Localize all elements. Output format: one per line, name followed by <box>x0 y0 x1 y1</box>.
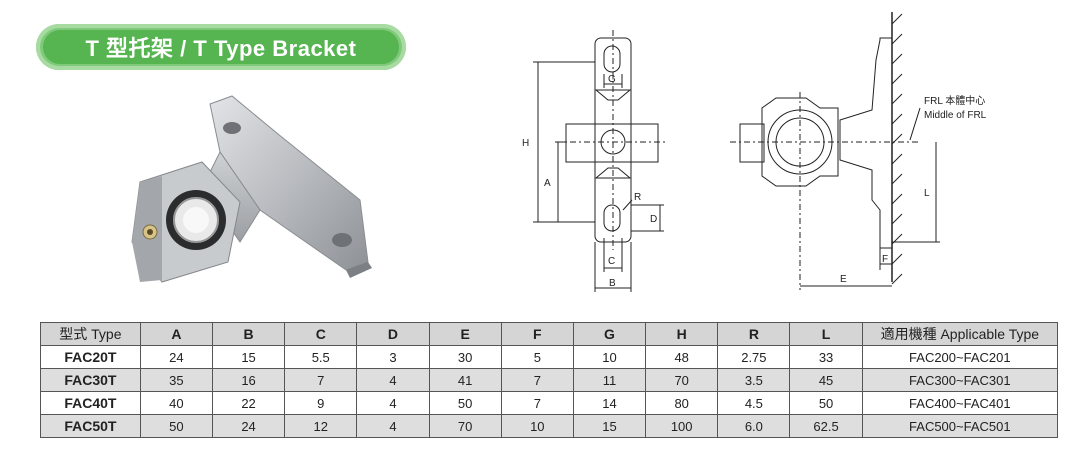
cell-value: 15 <box>572 414 647 438</box>
dimension-drawing: G H A R D C B L E F FRL 本體中心 Middle of F… <box>522 12 987 292</box>
cell-applicable: FAC500~FAC501 <box>861 414 1059 438</box>
dim-label-c: C <box>608 256 615 267</box>
cell-value: 7 <box>500 391 574 415</box>
cell-value: 3.5 <box>717 368 791 392</box>
cell-value: 33 <box>789 345 863 369</box>
cell-value: 41 <box>428 368 502 392</box>
page-title: T 型托架 / T Type Bracket <box>85 36 357 61</box>
cell-value: 4 <box>356 414 430 438</box>
cell-value: 4 <box>356 391 430 415</box>
col-header-r: R <box>717 322 791 346</box>
col-header-b: B <box>211 322 286 346</box>
wall-hatch <box>891 13 903 285</box>
cell-value: 4 <box>356 368 430 392</box>
dim-label-h: H <box>522 138 529 149</box>
front-view <box>533 30 668 292</box>
cell-value: 5 <box>500 345 574 369</box>
cell-value: 10 <box>572 345 647 369</box>
cell-value: 45 <box>789 368 863 392</box>
cell-value: 2.75 <box>717 345 791 369</box>
cell-value: 80 <box>645 391 719 415</box>
cell-value: 50 <box>789 391 863 415</box>
cell-value: 50 <box>139 414 213 438</box>
title-badge-inner: T 型托架 / T Type Bracket <box>43 30 399 64</box>
cell-value: 70 <box>428 414 502 438</box>
bracket-photo <box>131 95 372 283</box>
cell-value: 5.5 <box>284 345 358 369</box>
frl-label-cn: FRL 本體中心 <box>924 94 985 107</box>
cell-value: 6.0 <box>717 414 791 438</box>
col-header-g: G <box>572 322 647 346</box>
clamp-body <box>131 161 241 283</box>
cell-value: 9 <box>284 391 358 415</box>
col-header-h: H <box>645 322 719 346</box>
cell-applicable: FAC300~FAC301 <box>861 368 1059 392</box>
cell-value: 14 <box>572 391 647 415</box>
dim-label-e: E <box>840 274 847 285</box>
col-header-type: 型式 Type <box>40 322 141 346</box>
side-view <box>730 12 940 290</box>
frl-label-en: Middle of FRL <box>924 110 987 121</box>
col-header-f: F <box>500 322 574 346</box>
cell-value: 7 <box>284 368 358 392</box>
table-row: FAC50T 50 24 12 4 70 10 15 100 6.0 62.5 … <box>40 414 1059 438</box>
dim-label-r: R <box>634 192 641 203</box>
cell-value: 16 <box>211 368 286 392</box>
col-header-c: C <box>284 322 358 346</box>
dim-label-d: D <box>650 214 657 225</box>
cell-value: 48 <box>645 345 719 369</box>
cell-value: 24 <box>211 414 286 438</box>
back-plate <box>209 95 372 278</box>
cell-model: FAC30T <box>40 368 141 392</box>
col-header-applicable: 適用機種 Applicable Type <box>861 322 1059 346</box>
cell-model: FAC50T <box>40 414 141 438</box>
cell-value: 40 <box>139 391 213 415</box>
cell-value: 4.5 <box>717 391 791 415</box>
cell-value: 50 <box>428 391 502 415</box>
cell-value: 30 <box>428 345 502 369</box>
cell-value: 7 <box>500 368 574 392</box>
dim-label-a: A <box>544 178 551 189</box>
cell-value: 15 <box>211 345 286 369</box>
dim-label-b: B <box>609 278 616 289</box>
cell-model: FAC20T <box>40 345 141 369</box>
cell-value: 22 <box>211 391 286 415</box>
spec-table: 型式 Type A B C D E F G H R L 適用機種 Applica… <box>40 322 1059 438</box>
table-row: FAC30T 35 16 7 4 41 7 11 70 3.5 45 FAC30… <box>40 368 1059 392</box>
title-badge: T 型托架 / T Type Bracket <box>36 24 406 70</box>
dim-label-f: F <box>882 254 888 265</box>
cell-applicable: FAC200~FAC201 <box>861 345 1059 369</box>
cell-value: 24 <box>139 345 213 369</box>
table-row: FAC40T 40 22 9 4 50 7 14 80 4.5 50 FAC40… <box>40 391 1059 415</box>
cell-applicable: FAC400~FAC401 <box>861 391 1059 415</box>
cell-value: 100 <box>645 414 719 438</box>
cell-value: 11 <box>572 368 647 392</box>
cell-model: FAC40T <box>40 391 141 415</box>
dim-label-l: L <box>924 188 930 199</box>
cell-value: 10 <box>500 414 574 438</box>
col-header-d: D <box>356 322 430 346</box>
cell-value: 62.5 <box>789 414 863 438</box>
cell-value: 12 <box>284 414 358 438</box>
cell-value: 3 <box>356 345 430 369</box>
cell-value: 70 <box>645 368 719 392</box>
table-header-row: 型式 Type A B C D E F G H R L 適用機種 Applica… <box>40 322 1059 346</box>
col-header-e: E <box>428 322 502 346</box>
dim-label-g: G <box>608 74 616 85</box>
cell-value: 35 <box>139 368 213 392</box>
col-header-l: L <box>789 322 863 346</box>
col-header-a: A <box>139 322 213 346</box>
table-row: FAC20T 24 15 5.5 3 30 5 10 48 2.75 33 FA… <box>40 345 1059 369</box>
